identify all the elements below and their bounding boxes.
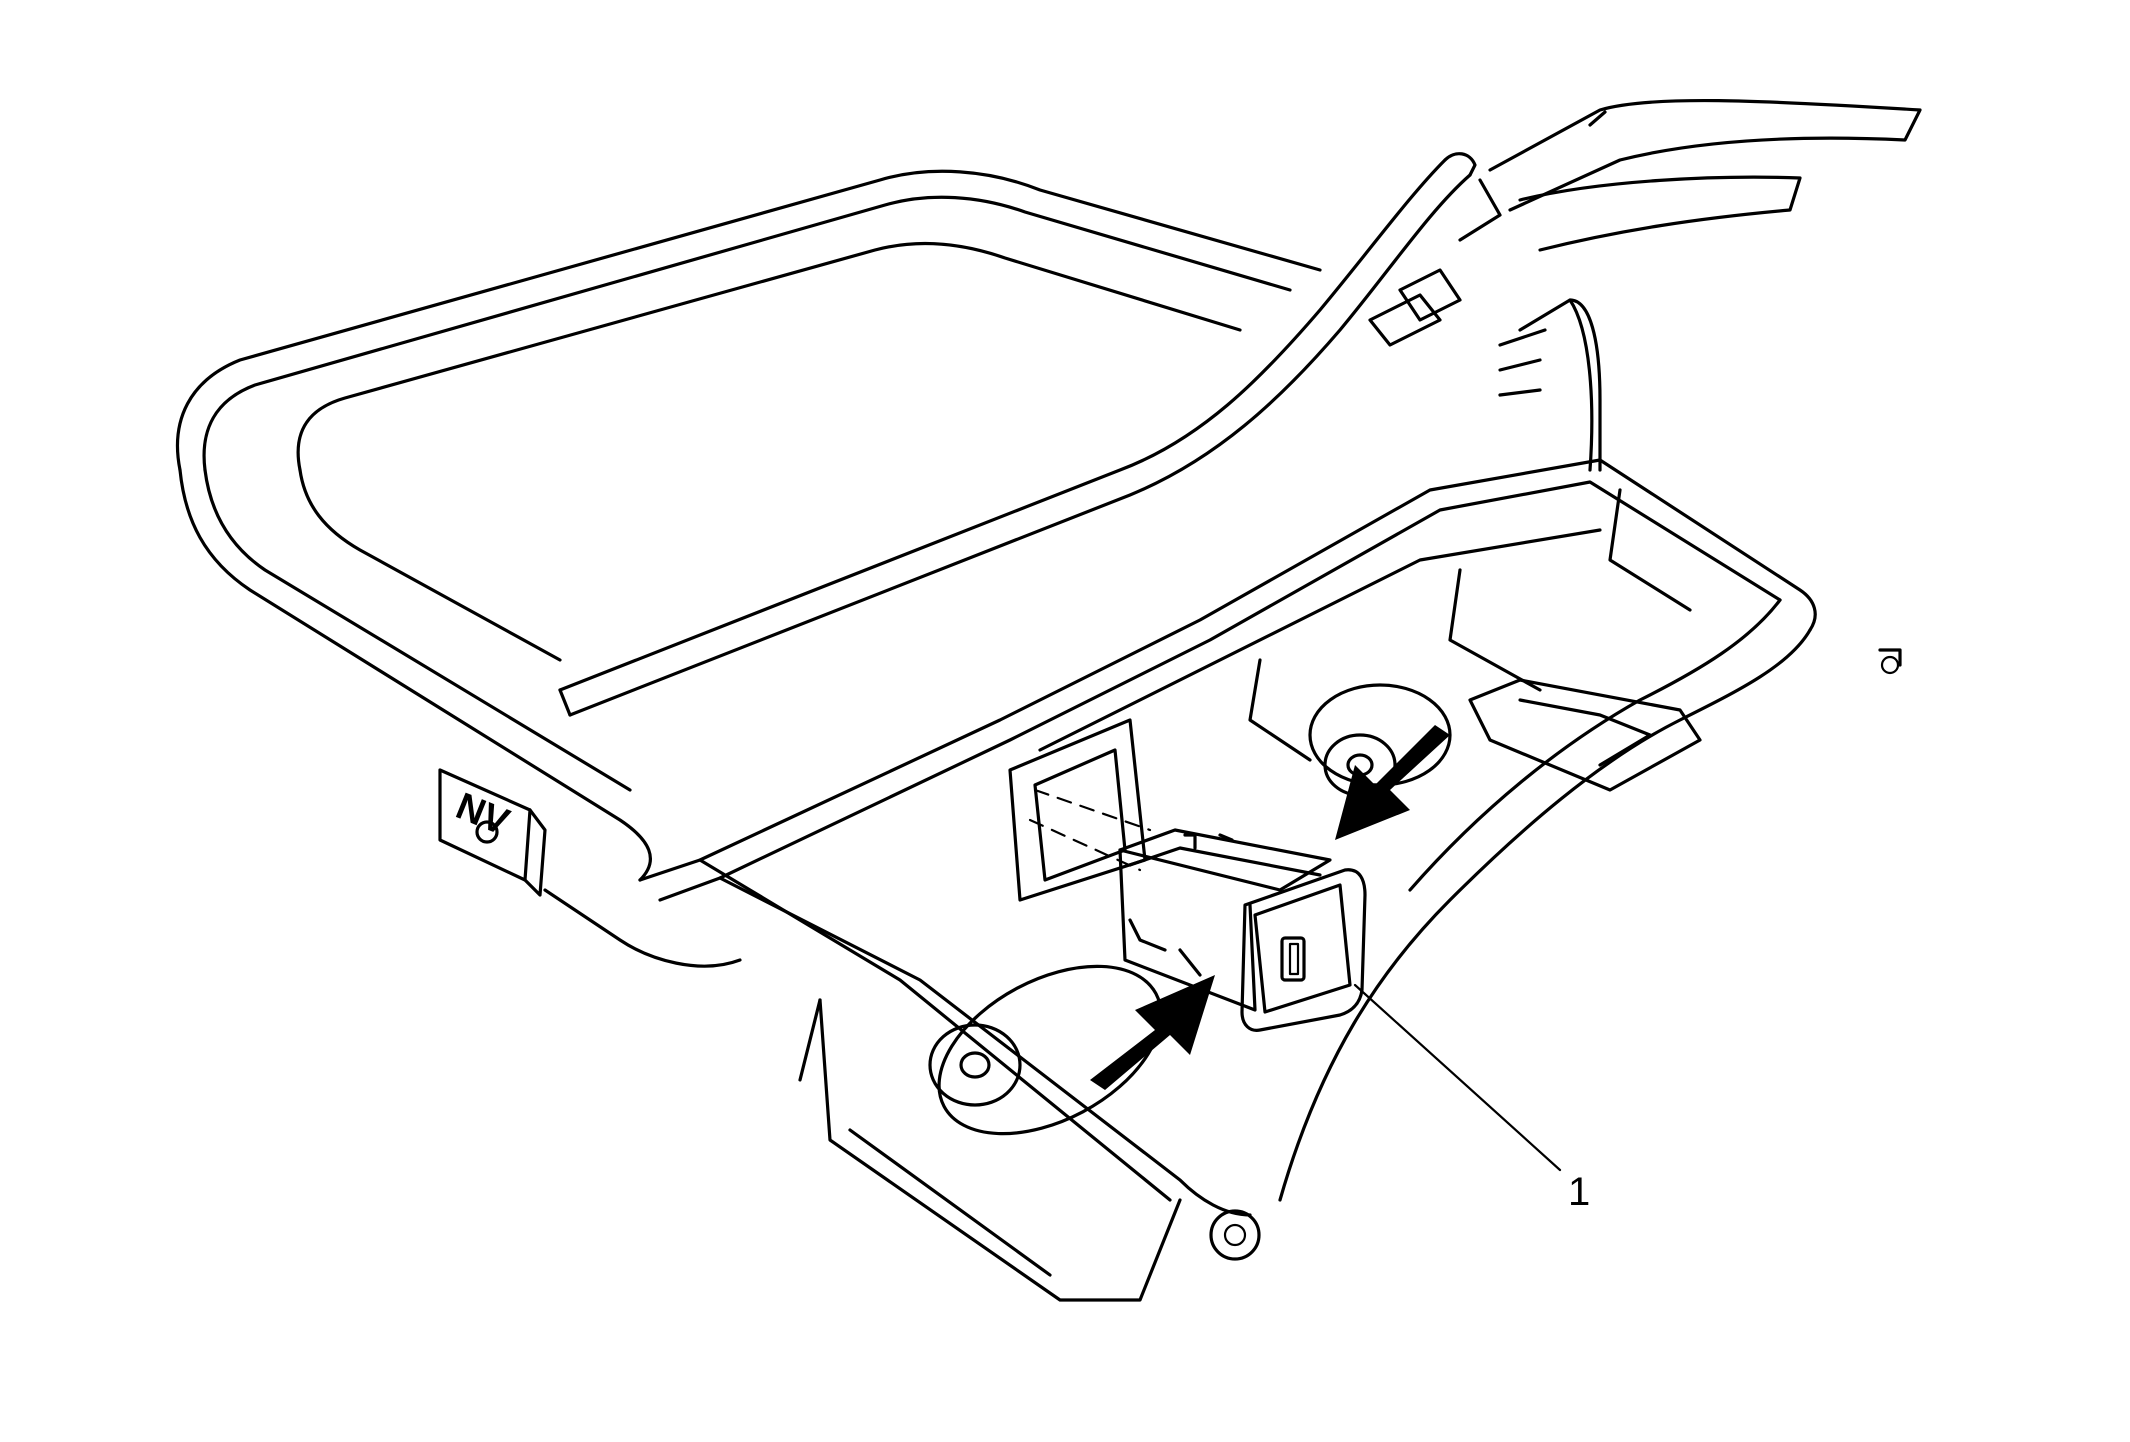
- lid-arm: [558, 98, 1922, 717]
- left-bracket: NV: [438, 768, 742, 968]
- right-corner-tab: [1878, 648, 1902, 675]
- bezel-frame: [175, 169, 1322, 882]
- storage-bin: [638, 458, 1817, 1302]
- arrow-upper-right: [1335, 725, 1450, 840]
- side-ribs: [1498, 298, 1602, 472]
- callout-1: 1: [1353, 983, 1590, 1214]
- emboss-circle: [475, 820, 499, 844]
- emboss-label: NV: [450, 785, 515, 844]
- latch-tab: [1468, 678, 1702, 792]
- usb-port: [1028, 788, 1367, 1032]
- left-screw-boss: [928, 964, 1163, 1136]
- front-fastener: [1209, 1209, 1261, 1261]
- callout-1-label: 1: [1568, 1170, 1590, 1214]
- arrow-lower-left: [1090, 975, 1215, 1090]
- mounting-opening: [1008, 718, 1147, 902]
